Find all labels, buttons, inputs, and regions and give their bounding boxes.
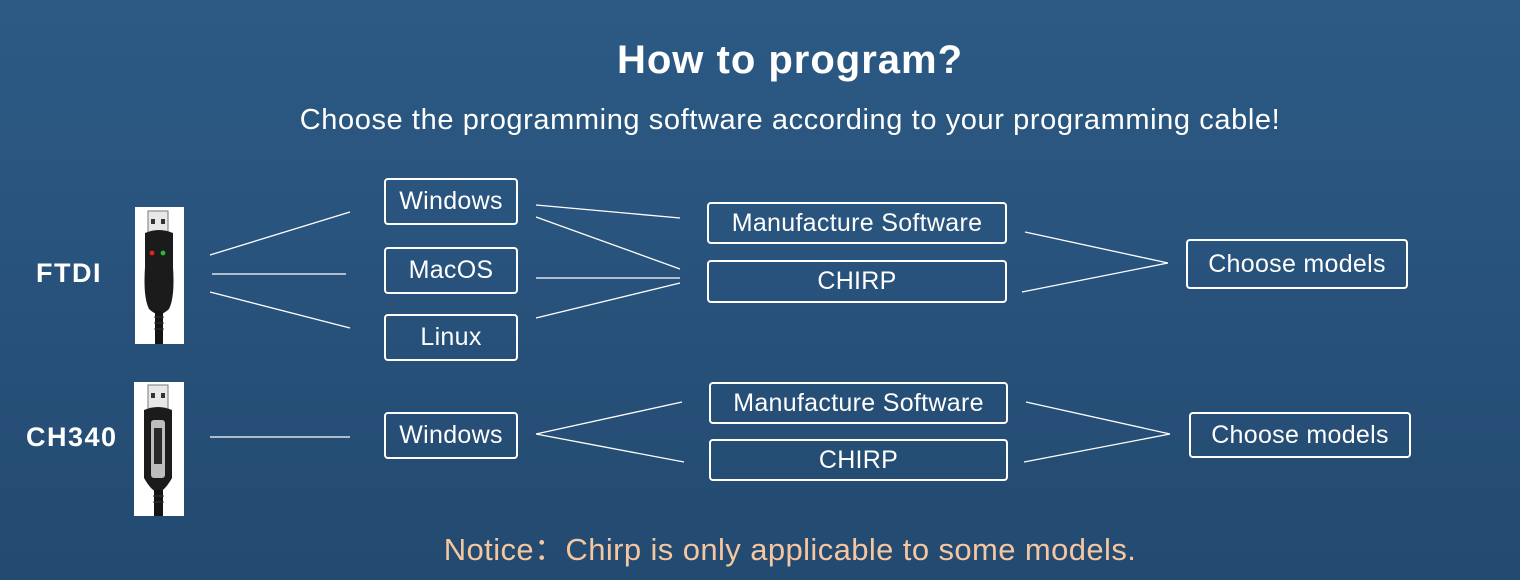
page-title: How to program? [616, 38, 964, 82]
notice-text: Notice：Chirp is only applicable to some … [443, 532, 1137, 567]
ch340-usb-cable-image [134, 382, 184, 516]
page-subtitle: Choose the programming software accordin… [299, 104, 1281, 136]
ftdi-usb-cable-image [135, 207, 184, 344]
os-macos-box: MacOS [384, 247, 518, 294]
usb-cable-icon [144, 210, 174, 344]
choose-models-box: Choose models [1186, 239, 1408, 289]
cable-label-ftdi: FTDI [36, 258, 102, 288]
software-chirp-box: CHIRP [707, 260, 1007, 303]
usb-cable-icon [144, 384, 172, 516]
os-windows-box: Windows [384, 178, 518, 225]
os-linux-box: Linux [384, 314, 518, 361]
cable-label-ch340: CH340 [26, 422, 118, 452]
software-manufacture-box: Manufacture Software [707, 202, 1007, 244]
software-chirp-box: CHIRP [709, 439, 1008, 481]
os-windows-box: Windows [384, 412, 518, 459]
software-manufacture-box: Manufacture Software [709, 382, 1008, 424]
choose-models-box: Choose models [1189, 412, 1411, 458]
